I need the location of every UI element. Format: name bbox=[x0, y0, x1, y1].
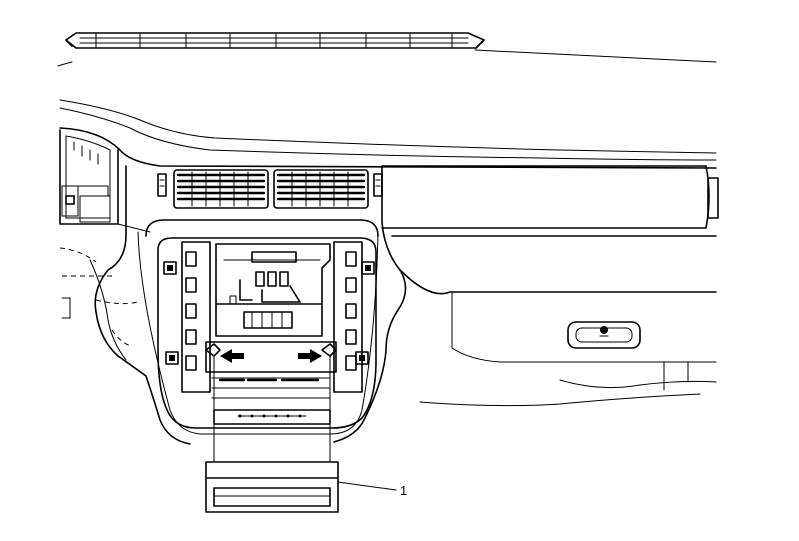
radio-bracket-frame bbox=[157, 237, 377, 429]
left-cluster-area bbox=[59, 129, 151, 233]
callout-1: 1 bbox=[337, 481, 407, 498]
arrow-left-icon bbox=[220, 349, 244, 363]
callout-label-1: 1 bbox=[400, 483, 407, 498]
removal-guide-lines bbox=[213, 355, 331, 463]
right-dash-panel bbox=[381, 165, 719, 407]
removed-radio-module bbox=[205, 461, 339, 513]
latch-tab-icon bbox=[205, 343, 337, 357]
air-vent-left bbox=[173, 169, 269, 209]
vent-side-knobs bbox=[157, 173, 383, 197]
arrow-right-icon bbox=[298, 349, 322, 363]
left-lower-dash bbox=[59, 247, 139, 361]
air-vent-right bbox=[273, 169, 369, 209]
center-stack-surround bbox=[94, 165, 407, 445]
glovebox-handle bbox=[567, 321, 641, 349]
defroster-vent bbox=[65, 32, 485, 49]
radio-cavity-components bbox=[215, 243, 331, 337]
dashboard-top-panel bbox=[57, 49, 717, 169]
